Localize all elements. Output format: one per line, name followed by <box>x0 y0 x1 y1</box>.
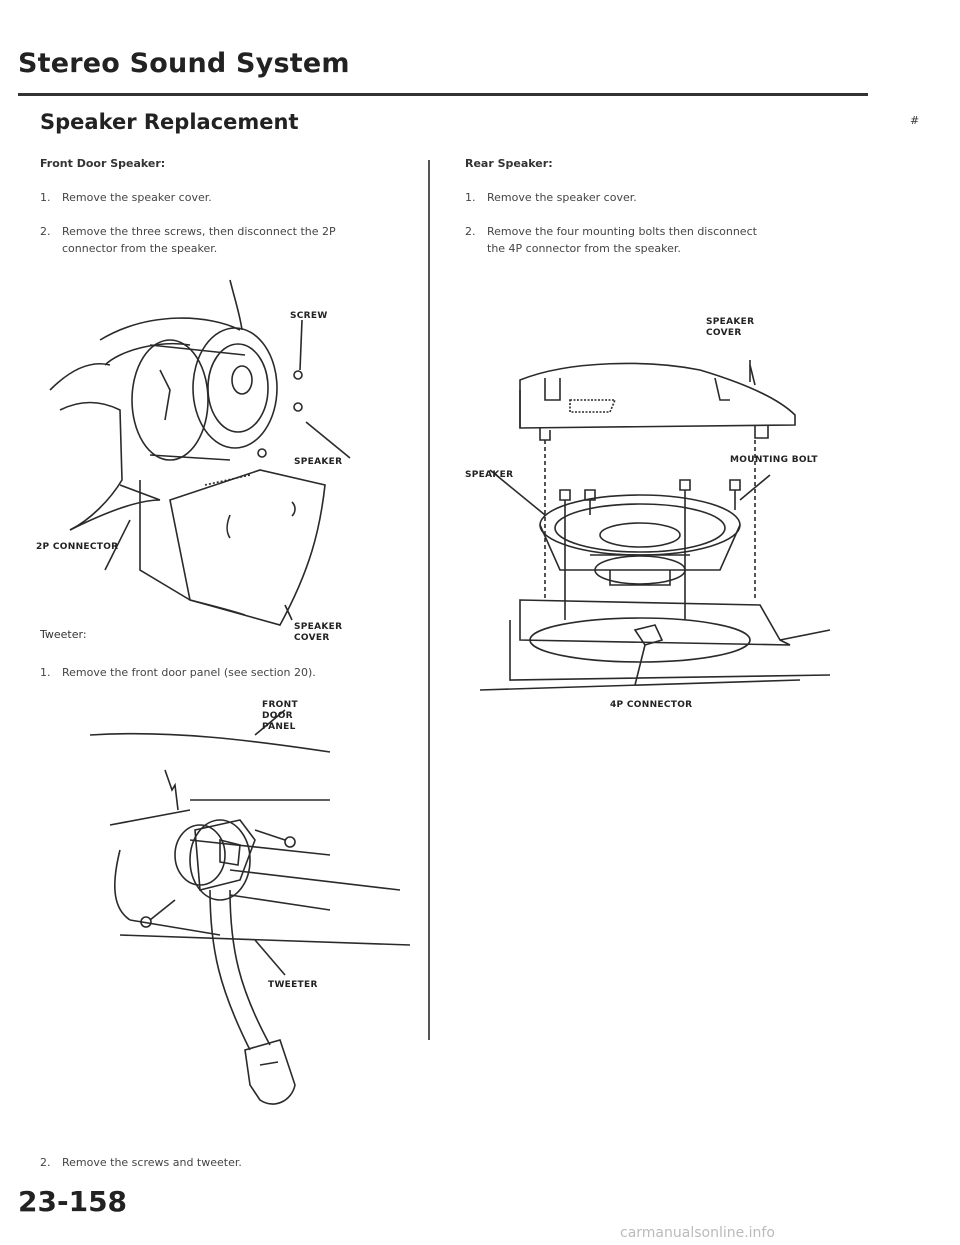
step-number: 1. <box>465 191 476 204</box>
tweeter-heading: Tweeter: <box>40 628 87 641</box>
tweeter-step-2: 2. Remove the screws and tweeter. <box>40 1155 242 1171</box>
label-rear-cover-1: SPEAKER <box>706 317 755 327</box>
page-mark: # <box>910 114 920 127</box>
step-text: Remove the speaker cover. <box>62 191 212 204</box>
front-door-step-2-cont: connector from the speaker. <box>62 242 218 255</box>
label-speaker: SPEAKER <box>294 457 343 467</box>
front-door-speaker-figure <box>30 270 420 650</box>
step-number: 1. <box>40 191 51 204</box>
step-text: Remove the screws and tweeter. <box>62 1156 242 1169</box>
rear-step-1: 1. Remove the speaker cover. <box>465 190 637 206</box>
tweeter-figure <box>80 690 410 1160</box>
tweeter-step-1: 1. Remove the front door panel (see secti… <box>40 665 316 681</box>
step-text: Remove the speaker cover. <box>487 191 637 204</box>
label-front-door-panel-3: PANEL <box>262 722 296 732</box>
step-number: 2. <box>40 225 51 238</box>
front-door-heading: Front Door Speaker: <box>40 157 166 170</box>
label-rear-cover-2: COVER <box>706 328 742 338</box>
label-rear-speaker: SPEAKER <box>465 470 514 480</box>
step-text: Remove the four mounting bolts then disc… <box>487 225 757 238</box>
rear-step-2: 2. Remove the four mounting bolts then di… <box>465 224 757 240</box>
label-screw: SCREW <box>290 311 328 321</box>
step-number: 1. <box>40 666 51 679</box>
front-door-step-1: 1. Remove the speaker cover. <box>40 190 212 206</box>
step-number: 2. <box>465 225 476 238</box>
label-speaker-cover-1: SPEAKER <box>294 622 343 632</box>
step-number: 2. <box>40 1156 51 1169</box>
label-tweeter: TWEETER <box>268 980 318 990</box>
label-4p-connector: 4P CONNECTOR <box>610 700 693 710</box>
title-rule <box>18 93 868 96</box>
step-text: Remove the front door panel (see section… <box>62 666 316 679</box>
label-speaker-cover-2: COVER <box>294 633 330 643</box>
column-divider <box>428 160 430 1040</box>
rear-heading: Rear Speaker: <box>465 157 553 170</box>
label-mounting-bolt: MOUNTING BOLT <box>730 455 818 465</box>
page-title: Stereo Sound System <box>18 48 350 79</box>
label-2p-connector: 2P CONNECTOR <box>36 542 119 552</box>
step-text: Remove the three screws, then disconnect… <box>62 225 336 238</box>
rear-speaker-figure <box>450 300 870 720</box>
rear-step-2-cont: the 4P connector from the speaker. <box>487 242 681 255</box>
label-front-door-panel-1: FRONT <box>262 700 298 710</box>
watermark: carmanualsonline.info <box>620 1225 775 1241</box>
front-door-step-2: 2. Remove the three screws, then disconne… <box>40 224 336 240</box>
label-front-door-panel-2: DOOR <box>262 711 293 721</box>
section-subtitle: Speaker Replacement <box>40 110 299 134</box>
page-number: 23-158 <box>18 1185 128 1218</box>
